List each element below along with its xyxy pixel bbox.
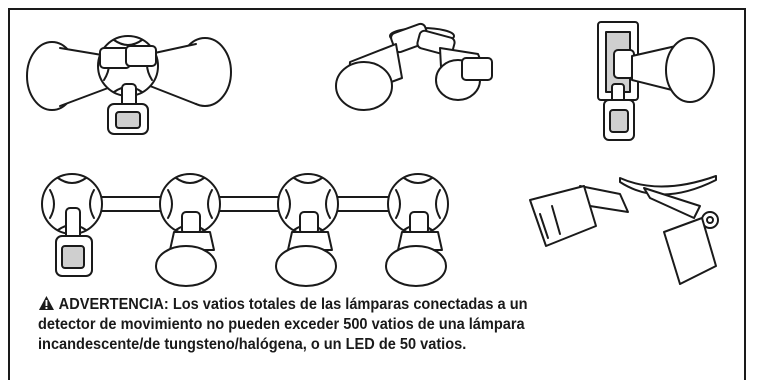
warning-line-3: incandescente/de tungsteno/halógena, o u…	[38, 336, 467, 353]
wall-plate-flood-fixture-illustration	[597, 21, 715, 141]
page-frame	[8, 8, 746, 380]
warning-triangle-icon	[38, 296, 54, 310]
track-fixture-illustration	[41, 173, 449, 287]
warning-line-2: detector de movimiento no pueden exceder…	[38, 316, 525, 333]
sensor-bracket-illustration	[529, 175, 719, 285]
warning-text-block: ADVERTENCIA: Los vatios totales de las l…	[38, 295, 687, 355]
twin-flood-fixture-illustration	[26, 35, 232, 135]
angled-flood-fixture-illustration	[335, 22, 493, 111]
warning-line-1: ADVERTENCIA: Los vatios totales de las l…	[38, 295, 687, 315]
